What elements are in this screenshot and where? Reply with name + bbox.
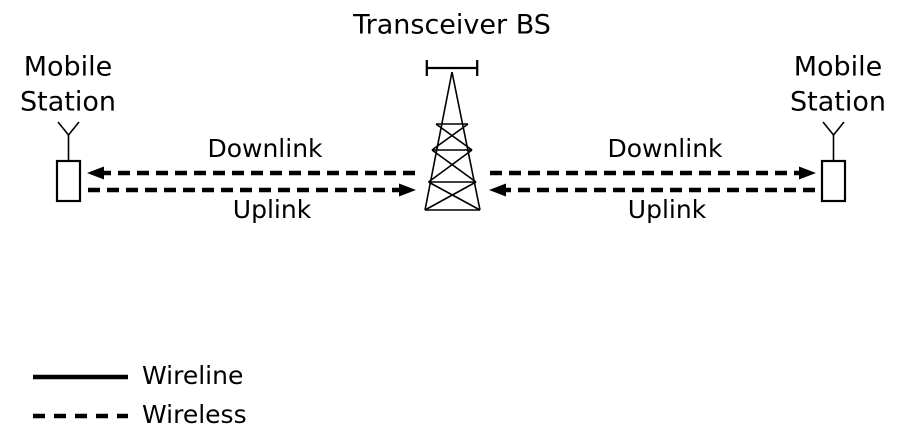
- legend-item-wireless: Wireless: [33, 400, 247, 429]
- legend: Wireline Wireless: [33, 361, 247, 429]
- right-downlink-label: Downlink: [607, 134, 723, 163]
- legend-label-wireline: Wireline: [142, 361, 243, 390]
- mobile-station-icon: [820, 121, 847, 203]
- page-title: Transceiver BS: [352, 10, 551, 41]
- left-uplink-label: Uplink: [233, 195, 312, 224]
- left-uplink: Uplink: [88, 183, 416, 224]
- left-downlink-label: Downlink: [207, 134, 323, 163]
- arrow-head-right: [799, 166, 816, 180]
- arrow-head-left: [489, 183, 506, 197]
- arrow-head-left: [87, 166, 104, 180]
- left-station-label-line2: Station: [20, 87, 116, 118]
- left-downlink: Downlink: [87, 134, 415, 180]
- mobile-station-icon: [55, 121, 82, 203]
- right-station-label-line1: Mobile: [794, 52, 883, 83]
- legend-item-wireline: Wireline: [33, 361, 243, 390]
- right-station-label-line2: Station: [790, 87, 886, 118]
- left-station-label-line1: Mobile: [24, 52, 113, 83]
- left-mobile-station: Mobile Station: [20, 52, 116, 203]
- legend-label-wireless: Wireless: [142, 400, 247, 429]
- right-mobile-station: Mobile Station: [790, 52, 886, 203]
- transceiver-tower-icon: [424, 60, 481, 211]
- right-downlink: Downlink: [490, 134, 816, 180]
- right-uplink-label: Uplink: [628, 195, 707, 224]
- arrow-head-right: [399, 183, 416, 197]
- right-uplink: Uplink: [489, 183, 815, 224]
